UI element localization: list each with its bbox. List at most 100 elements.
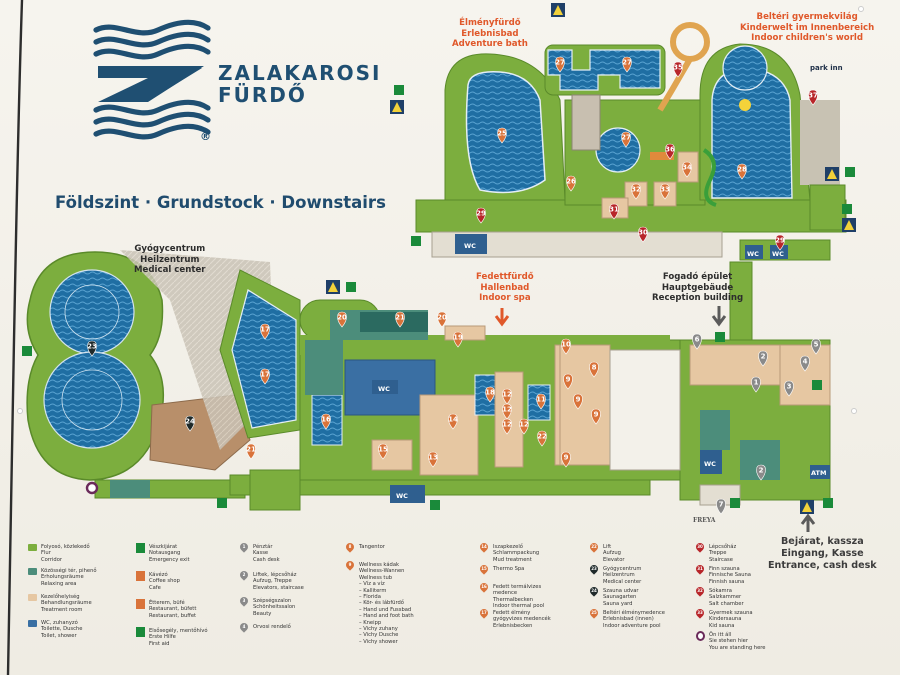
legend-line: Corridor [41,556,63,563]
legend-line: Staircase [709,556,733,563]
legend-line: Étterem, büfé [149,600,185,606]
exit-signs [22,3,856,514]
connector [480,262,502,342]
location-pin-8: 8 [589,361,599,378]
pin-number: 37 [808,92,818,100]
legend-line: Schönheitssalon [253,604,296,611]
pin-number: 25 [497,130,507,138]
location-pin-2: 2 [758,350,768,367]
brand-line-1: ZALAKAROSI [218,61,382,85]
location-pin-9: 9 [573,393,583,410]
pin-number: 2 [759,467,764,475]
legend-pin-number: 25 [591,610,597,615]
legend-line: Treppe [709,550,727,557]
location-pin-29: 29 [775,234,785,251]
legend-line: gyógyvizes medencék [493,616,551,623]
location-pin-4: 4 [800,355,810,372]
legend-pin-icon: 3 [238,595,250,607]
pin-number: 19 [453,334,463,342]
legend-line: Kávézó [149,572,168,578]
legend-line: medence [493,590,518,597]
wc-mark: WC [772,250,784,258]
location-pin-25: 25 [497,127,507,144]
wc-mark: WC [396,492,408,500]
indoor-spa-label: Fedettfürdő Hallenbad Indoor spa [476,272,534,303]
pin-number: 17 [260,371,270,379]
legend-line: Heilzentrum [603,572,635,579]
location-pin-36: 36 [665,143,675,160]
legend-swatch [28,620,37,627]
pin-number: 1 [754,379,759,387]
legend-line: Elevators, staircase [253,584,304,591]
legend-pin-number: 8 [348,544,352,549]
pin-number: 30 [638,229,648,237]
coffee-icon [136,571,145,581]
pin-number: 9 [576,396,581,404]
legend-pin-icon: 23 [588,563,600,575]
legend-pin-icon: 17 [478,607,490,619]
location-pin-15: 15 [378,443,388,460]
pin-number: 9 [566,376,571,384]
legend-line: You are standing here [709,644,766,651]
floor-title: Földszint · Grundstock · Downstairs [55,193,386,212]
legend-line: Tangentor [359,544,385,550]
legend-line: Beltéri élménymedence [603,610,665,616]
location-pin-22: 22 [537,430,547,447]
legend-line: Treatment room [41,606,83,613]
location-pin-26: 26 [566,175,576,192]
location-pin-10: 10 [561,338,571,355]
pin-number: 4 [803,358,808,366]
pin-number: 12 [502,391,512,399]
legend-line: Toilette, Dusche [41,626,83,633]
pin-number: 21 [246,446,256,454]
legend-pin-number: 22 [591,544,597,549]
legend-line: Közösségi tér, pihenő [41,568,97,574]
legend-line: Szauna udvar [603,588,639,594]
pin-number: 12 [519,421,529,429]
atm-mark: ATM [811,469,826,477]
legend-pin-icon: 9 [344,559,356,571]
entrance-label: Bejárat, kassza Eingang, Kasse Entrance,… [768,536,877,571]
medical-center-label: Gyógycentrum Heilzentrum Medical center [134,244,206,275]
legend-pin-number: 24 [591,588,597,593]
board-screw [851,408,857,414]
legend-line: Elsősegély, mentőhívó [149,628,208,634]
childrens-world-label: Beltéri gyermekvilág Kinderwelt im Innen… [740,12,875,43]
location-pin-24: 24 [185,415,195,432]
location-pin-17: 17 [260,323,270,340]
legend-line: Indoor adventure pool [603,622,661,629]
legend-line: Schlammpackung [493,550,540,557]
legend-line: Kindersauna [709,616,742,623]
location-pin-12: 12 [519,418,529,435]
legend-pin-icon: 22 [588,541,600,553]
legend-line: Thermalbecken [493,596,533,603]
legend-line: Coffee shop [149,578,180,585]
location-pin-1: 1 [751,376,761,393]
legend-line: Notausgang [149,550,181,557]
legend-line: Aufzug, Treppe [253,578,292,585]
freya-mark: FREYA [693,517,716,524]
legend-line: Orvosi rendelő [253,624,291,630]
legend-line: Gyógycentrum [603,566,642,572]
location-pin-11: 11 [536,393,546,410]
pin-number: 35 [673,64,683,72]
location-pin-9: 9 [591,408,601,425]
legend-pin-number: 4 [242,624,246,629]
you-are-here-icon [696,631,705,641]
legend-line: Ön itt áll [709,632,732,638]
legend-line: Erste Hilfe [149,634,176,641]
